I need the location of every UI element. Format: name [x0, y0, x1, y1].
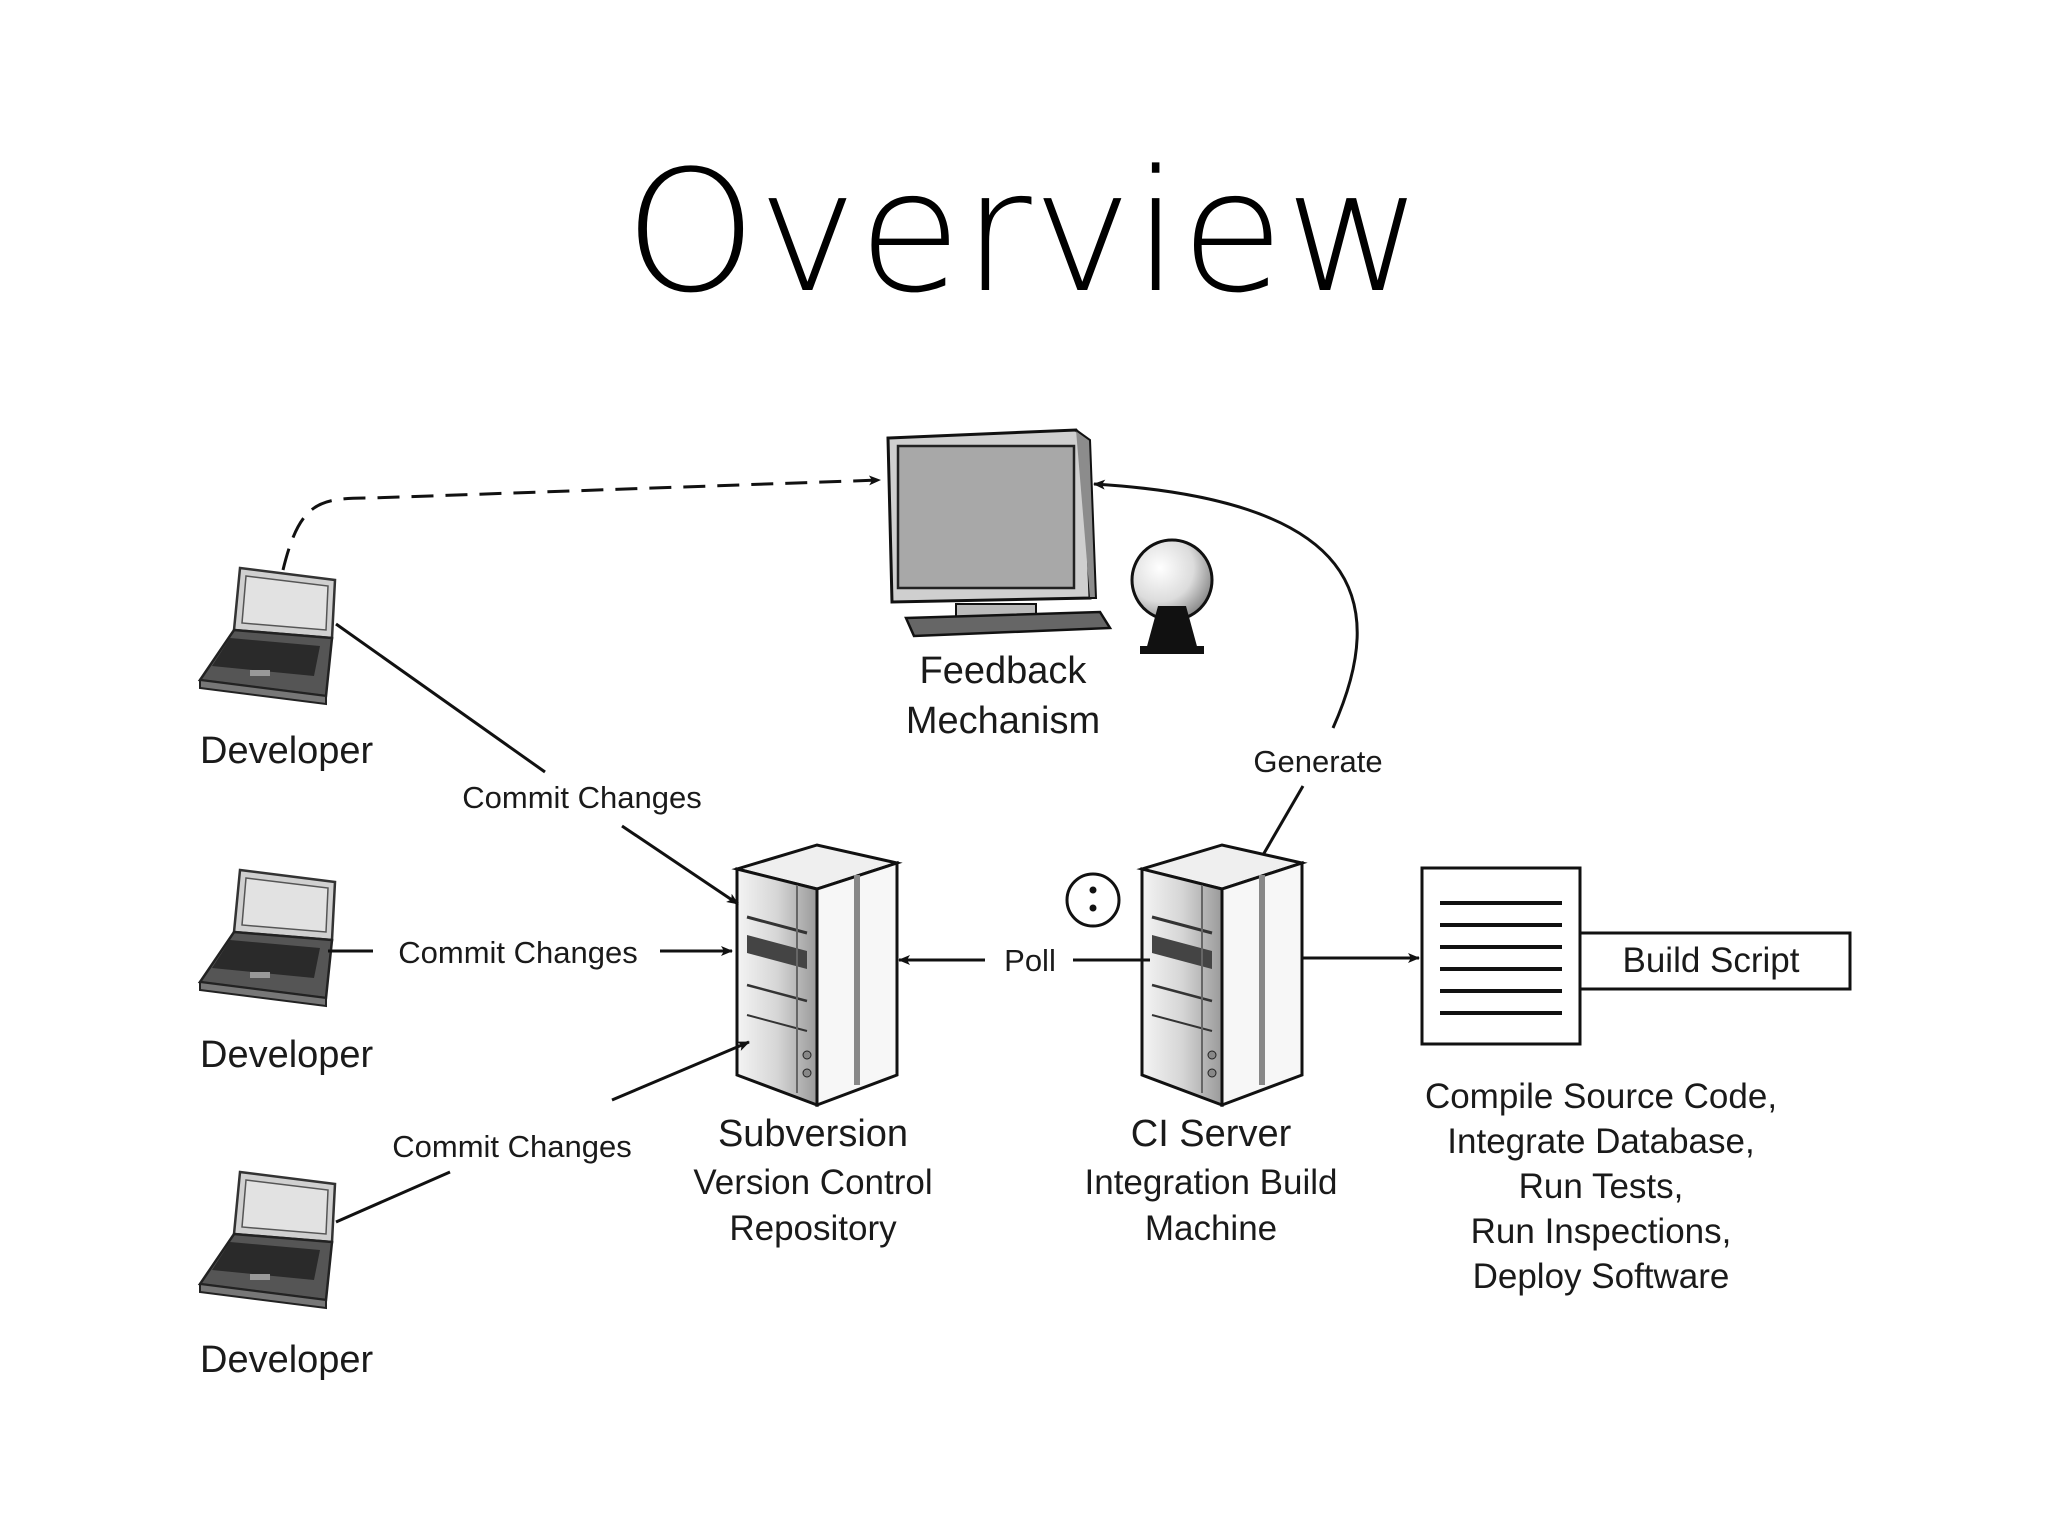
- server-icon: [1142, 845, 1302, 1105]
- server-icon: [737, 845, 897, 1105]
- developer-label-2: Developer: [200, 1034, 374, 1076]
- document-icon: [1420, 866, 1582, 1046]
- clock-icon: [1065, 872, 1121, 928]
- monitor-icon: [886, 428, 1113, 638]
- developer-label-1: Developer: [200, 730, 374, 772]
- generate-arrow-lower: [1261, 785, 1305, 856]
- commit-label-2: Commit Changes: [398, 935, 637, 970]
- subversion-label-line2: Version Control: [693, 1163, 932, 1202]
- build-task-1: Integrate Database,: [1447, 1122, 1754, 1161]
- slide-title: Overview: [624, 134, 1424, 330]
- commit-line-3a: [335, 1170, 451, 1224]
- build-task-4: Deploy Software: [1473, 1257, 1730, 1296]
- laptop-icon: [198, 566, 337, 706]
- feedback-dashed-arrow: [281, 475, 881, 571]
- build-script-label: Build Script: [1622, 941, 1799, 980]
- ci-server-label-line2: Integration Build: [1085, 1163, 1338, 1202]
- poll-label: Poll: [1004, 943, 1056, 978]
- build-task-3: Run Inspections,: [1471, 1212, 1732, 1251]
- developer-label-3: Developer: [200, 1339, 374, 1381]
- generate-label: Generate: [1253, 744, 1382, 779]
- feedback-label-line2: Mechanism: [906, 700, 1100, 742]
- commit-label-3: Commit Changes: [392, 1129, 631, 1164]
- commit-arrow-3: [611, 1040, 750, 1102]
- ci-server-label-line1: CI Server: [1131, 1113, 1292, 1155]
- laptop-icon: [198, 1170, 337, 1310]
- commit-label-1: Commit Changes: [462, 780, 701, 815]
- build-task-0: Compile Source Code,: [1425, 1077, 1777, 1116]
- generate-arrow-upper: [1093, 479, 1359, 729]
- lamp-icon: [1130, 538, 1214, 654]
- commit-line-1a: [335, 622, 546, 774]
- subversion-label-line3: Repository: [729, 1209, 897, 1248]
- build-script-box: [1578, 931, 1852, 991]
- build-task-2: Run Tests,: [1519, 1167, 1684, 1206]
- commit-arrow-1: [621, 824, 739, 906]
- ci-server-label-line3: Machine: [1145, 1209, 1277, 1248]
- subversion-label-line1: Subversion: [718, 1113, 908, 1155]
- laptop-icon: [198, 868, 337, 1008]
- feedback-label-line1: Feedback: [920, 650, 1088, 692]
